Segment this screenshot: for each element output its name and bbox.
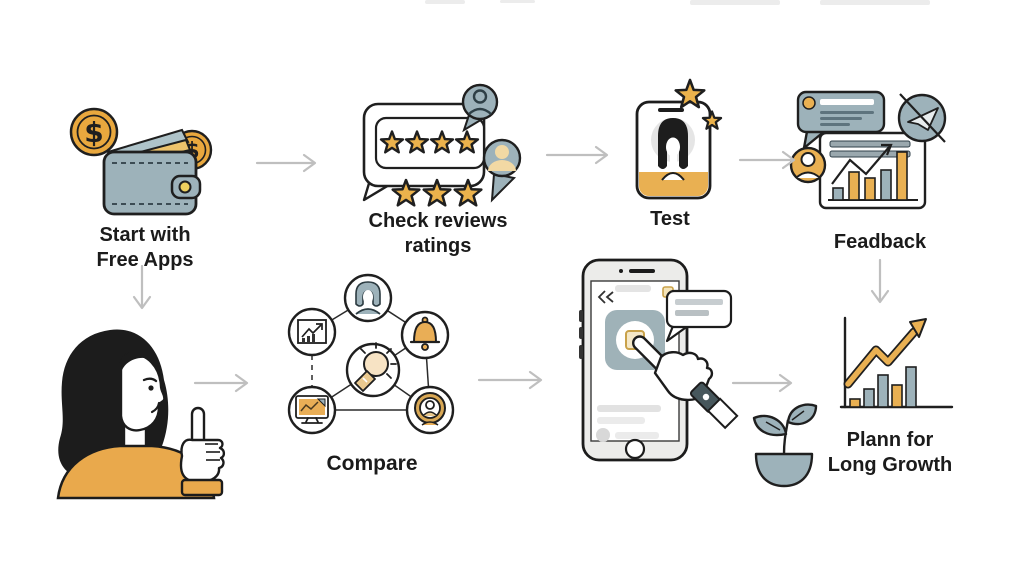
label-line: Feadback bbox=[833, 231, 927, 253]
label-line: Compare bbox=[326, 452, 418, 475]
woman-avatar-icon bbox=[658, 118, 688, 181]
arrow-right-icon bbox=[738, 149, 802, 171]
arrow-down-icon bbox=[130, 264, 154, 314]
bell-node bbox=[400, 310, 450, 360]
avatar-node bbox=[343, 273, 393, 323]
arrow-right-icon bbox=[477, 369, 549, 391]
label-line: Plann for bbox=[846, 429, 934, 451]
arrow-right-icon bbox=[731, 372, 799, 394]
step-label-compare: Compare bbox=[292, 451, 452, 476]
webcam-person-node bbox=[405, 385, 455, 435]
arrow-right-icon bbox=[255, 152, 323, 174]
label-line: Test bbox=[650, 208, 690, 230]
growth-arrow bbox=[843, 318, 927, 389]
back-chevrons-icon bbox=[597, 290, 614, 304]
step-label-start: Start with Free Apps bbox=[55, 223, 235, 273]
no-send-plane-icon bbox=[897, 93, 947, 143]
profile-card-with-stars-icon bbox=[620, 78, 730, 205]
card-bottom-band bbox=[639, 172, 708, 196]
comment-bubble bbox=[796, 90, 886, 150]
card-top-line bbox=[658, 108, 684, 112]
phone-app-tap-illustration bbox=[575, 255, 739, 470]
arrow-right-icon bbox=[545, 144, 615, 166]
home-button bbox=[624, 438, 646, 460]
review-stars-bubbles-icon bbox=[338, 82, 548, 232]
monitor-node bbox=[287, 385, 337, 435]
pointing-hand bbox=[179, 406, 226, 497]
person-avatar-icon bbox=[789, 146, 827, 184]
top-edge-artifact bbox=[690, 0, 780, 5]
step-label-test: Test bbox=[610, 207, 730, 232]
wallet-body bbox=[102, 150, 202, 216]
top-edge-artifact bbox=[820, 0, 930, 5]
label-line: Free Apps bbox=[96, 249, 194, 271]
wallet-with-coins-icon: $ $ bbox=[56, 96, 241, 229]
dollar-coin-icon: $ bbox=[69, 107, 119, 157]
idea-bulb-node bbox=[345, 342, 401, 398]
label-line: Start with bbox=[99, 224, 191, 246]
top-edge-artifact bbox=[425, 0, 465, 4]
chat-bubble bbox=[665, 289, 733, 343]
star-rating-row-2 bbox=[391, 178, 483, 207]
pot bbox=[754, 452, 814, 488]
arrow-right-icon bbox=[193, 372, 255, 394]
reviewer-avatar-bubble-icon bbox=[461, 83, 499, 133]
step-label-plan: Plann for Long Growth bbox=[805, 428, 975, 478]
top-edge-artifact bbox=[500, 0, 535, 3]
comparison-network-icon bbox=[268, 258, 483, 463]
step-label-reviews: Check reviews ratings bbox=[338, 209, 538, 259]
growth-bar-chart-arrow-icon bbox=[830, 310, 960, 420]
plant-sprout-icon bbox=[744, 400, 826, 492]
woman-pointing-illustration bbox=[40, 320, 268, 500]
report-card bbox=[818, 131, 927, 210]
cuff bbox=[180, 478, 224, 497]
label-line: Long Growth bbox=[827, 454, 953, 476]
chart-node bbox=[287, 307, 337, 357]
label-line: ratings bbox=[404, 235, 472, 257]
feedback-chart-and-bubble-icon bbox=[788, 88, 998, 258]
arrow-down-icon bbox=[868, 258, 892, 308]
tapping-hand bbox=[632, 335, 739, 430]
svg-text:$: $ bbox=[84, 116, 103, 149]
reviewer-avatar-bubble-icon bbox=[482, 138, 522, 203]
label-line: Check reviews bbox=[368, 210, 508, 232]
step-label-feedback: Feadback bbox=[800, 230, 960, 255]
